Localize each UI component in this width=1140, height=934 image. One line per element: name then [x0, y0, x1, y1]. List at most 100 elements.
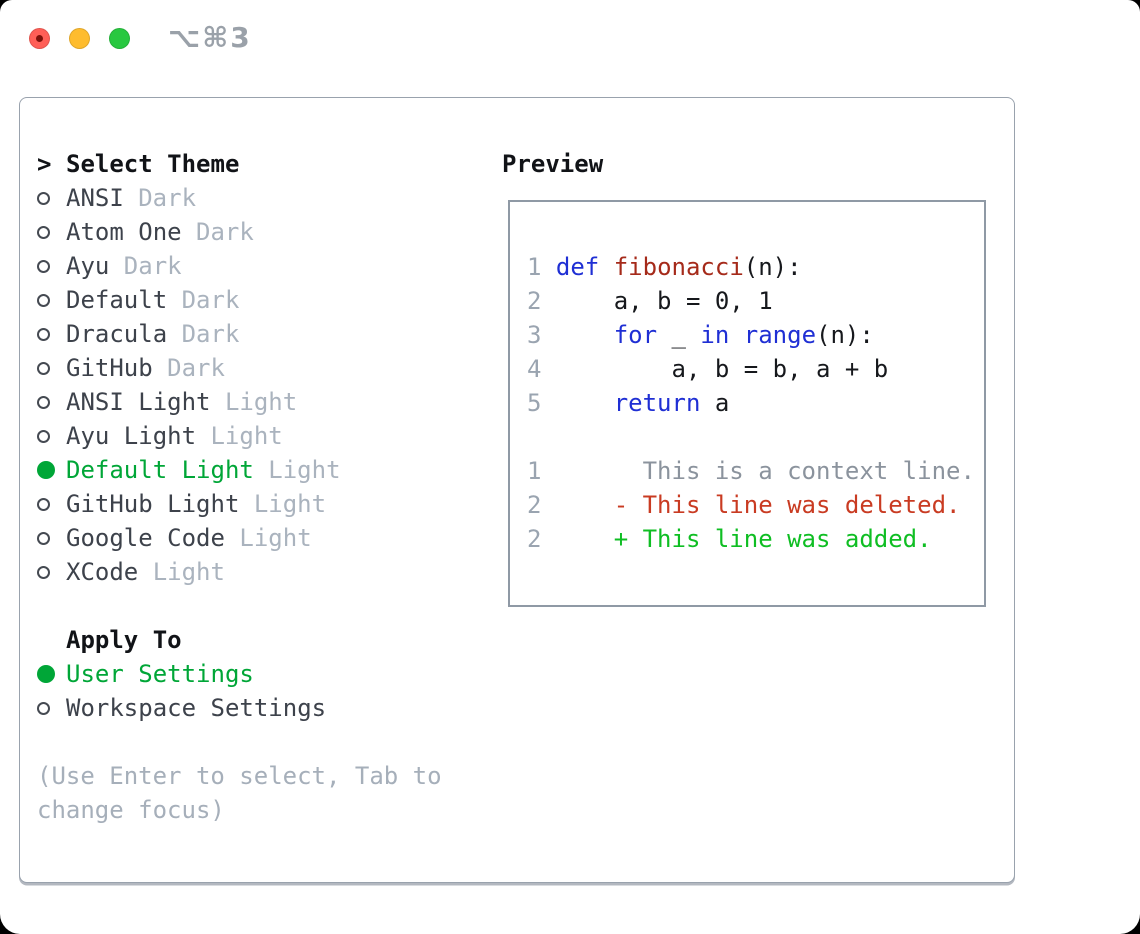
apply-to-title: Apply To	[66, 626, 182, 654]
theme-option[interactable]: Default Light Light	[37, 453, 469, 487]
diff-line: 1 This is a context line.	[527, 454, 984, 488]
line-number: 5	[527, 389, 542, 417]
option-tag: Dark	[138, 184, 197, 212]
theme-option[interactable]: GitHub Light Light	[37, 487, 469, 521]
option-label: GitHub	[66, 354, 153, 382]
option-label: Workspace Settings	[66, 694, 327, 722]
option-label: User Settings	[66, 660, 254, 688]
theme-option[interactable]: Dracula Dark	[37, 317, 469, 351]
radio-icon	[37, 361, 50, 375]
option-label: XCode	[66, 558, 139, 586]
theme-option[interactable]: Ayu Dark	[37, 249, 469, 283]
line-number: 4	[527, 355, 542, 383]
minimize-button[interactable]	[69, 28, 90, 49]
radio-icon	[37, 327, 50, 341]
option-tag: Light	[268, 456, 341, 484]
code-segment: - This line was deleted.	[541, 491, 961, 519]
option-label: GitHub Light	[66, 490, 240, 518]
option-tag: Dark	[167, 354, 225, 382]
code-segment: a, b = 0, 1	[541, 287, 773, 315]
code-segment: range	[743, 321, 817, 349]
code-segment: for	[613, 321, 658, 349]
code-segment: _	[657, 321, 701, 349]
code-line: 2 a, b = 0, 1	[527, 284, 984, 318]
code-segment: return	[613, 389, 701, 417]
select-theme-header: > Select Theme	[37, 147, 469, 181]
code-segment	[541, 253, 555, 281]
radio-icon	[37, 259, 50, 273]
preview-panel: 1 def fibonacci(n): 2 a, b = 0, 1 3 for …	[508, 200, 986, 607]
code-segment: def	[555, 253, 600, 281]
code-segment: fibonacci	[613, 253, 744, 281]
usage-hint: (Use Enter to select, Tab to change focu…	[37, 762, 442, 824]
code-segment: in	[700, 321, 730, 349]
option-tag: Dark	[123, 252, 182, 280]
option-label: ANSI	[66, 184, 124, 212]
theme-option[interactable]: ANSI Dark	[37, 181, 469, 215]
theme-list-column: > Select Theme ANSI Dark Atom One Dark A…	[37, 147, 469, 827]
diff-line: 2 - This line was deleted.	[527, 488, 984, 522]
line-number: 3	[527, 321, 542, 349]
theme-option[interactable]: GitHub Dark	[37, 351, 469, 385]
radio-icon	[37, 497, 50, 511]
theme-option[interactable]: Default Dark	[37, 283, 469, 317]
option-tag: Dark	[181, 286, 240, 314]
option-label: Default	[66, 286, 168, 314]
option-tag: Light	[152, 558, 225, 586]
zoom-button[interactable]	[109, 28, 130, 49]
theme-picker-panel: > Select Theme ANSI Dark Atom One Dark A…	[19, 97, 1015, 883]
diff-preview: 1 This is a context line. 2 - This line …	[527, 454, 984, 556]
option-label: ANSI Light	[66, 388, 211, 416]
theme-list: ANSI Dark Atom One Dark Ayu Dark Default…	[37, 181, 469, 589]
code-segment: + This line was added.	[541, 525, 932, 553]
theme-option[interactable]: Atom One Dark	[37, 215, 469, 249]
apply-to-list: User Settings Workspace Settings	[37, 657, 469, 725]
option-tag: Light	[210, 422, 283, 450]
code-preview: 1 def fibonacci(n): 2 a, b = 0, 1 3 for …	[527, 250, 984, 420]
select-theme-title: Select Theme	[66, 150, 240, 178]
option-label: Dracula	[66, 320, 168, 348]
titlebar: ⌥⌘3	[0, 0, 1140, 76]
code-segment: a	[700, 389, 730, 417]
apply-to-option[interactable]: Workspace Settings	[37, 691, 469, 725]
radio-icon	[37, 191, 50, 205]
radio-icon	[37, 461, 55, 479]
radio-icon	[37, 293, 50, 307]
apply-to-option[interactable]: User Settings	[37, 657, 469, 691]
code-segment	[729, 321, 743, 349]
radio-icon	[37, 429, 50, 443]
preview-spacer	[527, 420, 984, 454]
option-label: Default Light	[66, 456, 254, 484]
diff-line: 2 + This line was added.	[527, 522, 984, 556]
code-line: 1 def fibonacci(n):	[527, 250, 984, 284]
option-tag: Light	[253, 490, 327, 518]
option-label: Atom One	[66, 218, 182, 246]
radio-icon	[37, 665, 55, 683]
close-button[interactable]	[29, 28, 50, 49]
theme-option[interactable]: Ayu Light Light	[37, 419, 469, 453]
option-label: Ayu Light	[66, 422, 197, 450]
radio-icon	[37, 565, 50, 579]
theme-option[interactable]: ANSI Light Light	[37, 385, 469, 419]
line-number: 2	[527, 287, 542, 315]
code-segment: (n):	[816, 321, 874, 349]
code-segment	[541, 321, 613, 349]
line-number: 1	[527, 457, 542, 485]
keyboard-shortcut-label: ⌥⌘3	[168, 21, 252, 54]
option-tag: Light	[239, 524, 312, 552]
code-line: 5 return a	[527, 386, 984, 420]
theme-option[interactable]: Google Code Light	[37, 521, 469, 555]
close-button-dot-icon	[36, 35, 43, 42]
theme-option[interactable]: XCode Light	[37, 555, 469, 589]
preview-title: Preview	[502, 150, 604, 178]
code-segment: (n):	[743, 253, 802, 281]
code-segment: This is a context line.	[541, 457, 975, 485]
option-label: Google Code	[66, 524, 225, 552]
prompt-icon: >	[37, 150, 52, 178]
line-number: 1	[527, 253, 542, 281]
code-line: 3 for _ in range(n):	[527, 318, 984, 352]
code-line: 4 a, b = b, a + b	[527, 352, 984, 386]
option-tag: Dark	[196, 218, 254, 246]
option-label: Ayu	[66, 252, 110, 280]
option-tag: Dark	[181, 320, 240, 348]
